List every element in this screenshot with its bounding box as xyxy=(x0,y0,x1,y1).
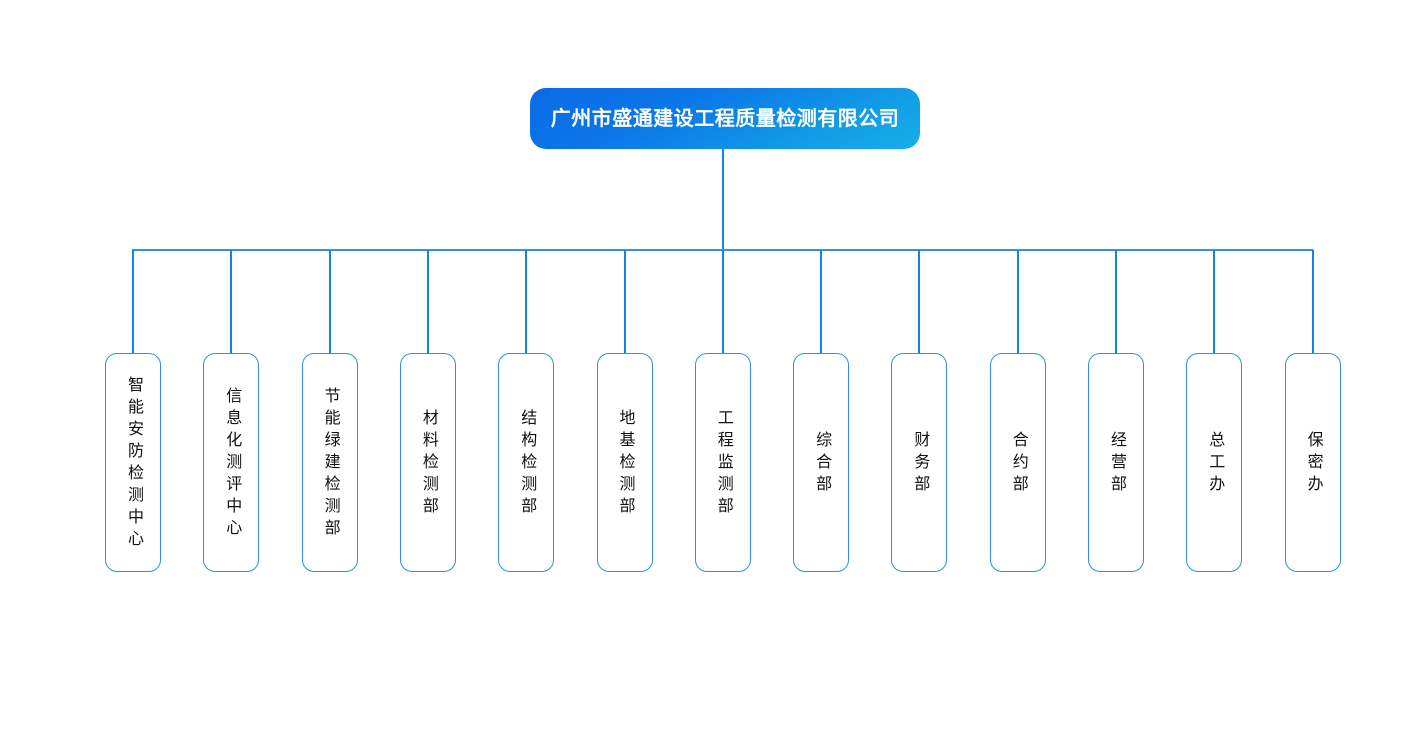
department-node-10[interactable]: 合约部 xyxy=(989,353,1046,572)
connector-drop-9 xyxy=(918,250,921,353)
department-node-label: 智能安防检测中心 xyxy=(125,376,142,552)
connector-drop-3 xyxy=(328,250,331,353)
department-node-11[interactable]: 经营部 xyxy=(1088,353,1144,572)
connector-drop-1 xyxy=(132,250,134,353)
department-node-label: 经营部 xyxy=(1108,431,1125,497)
root-node-label: 广州市盛通建设工程质量检测有限公司 xyxy=(550,107,900,130)
connector-drop-11 xyxy=(1115,250,1117,353)
connector-horizontal-bus xyxy=(132,249,1313,251)
department-node-3[interactable]: 节能绿建检测部 xyxy=(301,353,358,572)
department-node-label: 工程监测部 xyxy=(714,409,732,519)
department-node-label: 总工办 xyxy=(1206,431,1224,497)
department-node-8[interactable]: 综合部 xyxy=(793,353,850,572)
department-node-2[interactable]: 信息化测评中心 xyxy=(203,353,260,572)
connector-drop-13 xyxy=(1311,250,1314,353)
department-node-label: 节能绿建检测部 xyxy=(321,387,339,541)
department-node-9[interactable]: 财务部 xyxy=(891,353,948,572)
department-node-label: 财务部 xyxy=(911,431,929,497)
department-node-4[interactable]: 材料检测部 xyxy=(399,353,456,572)
department-node-1[interactable]: 智能安防检测中心 xyxy=(105,353,161,572)
department-node-label: 材料检测部 xyxy=(419,409,437,519)
department-node-label: 信息化测评中心 xyxy=(223,387,241,541)
department-node-label: 保密办 xyxy=(1304,431,1322,497)
department-node-7[interactable]: 工程监测部 xyxy=(694,353,751,572)
connector-drop-4 xyxy=(426,250,429,353)
department-node-label: 结构检测部 xyxy=(518,409,536,519)
connector-drop-8 xyxy=(820,250,823,353)
department-node-label: 综合部 xyxy=(813,431,831,497)
connector-root-stem xyxy=(722,149,724,250)
connector-drop-7 xyxy=(721,250,724,353)
department-node-label: 地基检测部 xyxy=(616,409,634,519)
root-node-company[interactable]: 广州市盛通建设工程质量检测有限公司 xyxy=(530,88,920,149)
department-node-12[interactable]: 总工办 xyxy=(1186,353,1243,572)
connector-drop-12 xyxy=(1213,250,1216,353)
department-node-13[interactable]: 保密办 xyxy=(1284,353,1341,572)
department-node-5[interactable]: 结构检测部 xyxy=(498,353,555,572)
connector-drop-2 xyxy=(230,250,233,353)
connector-drop-6 xyxy=(623,250,626,353)
connector-drop-10 xyxy=(1016,250,1019,353)
department-node-label: 合约部 xyxy=(1009,431,1027,497)
connector-drop-5 xyxy=(525,250,528,353)
department-node-6[interactable]: 地基检测部 xyxy=(596,353,653,572)
